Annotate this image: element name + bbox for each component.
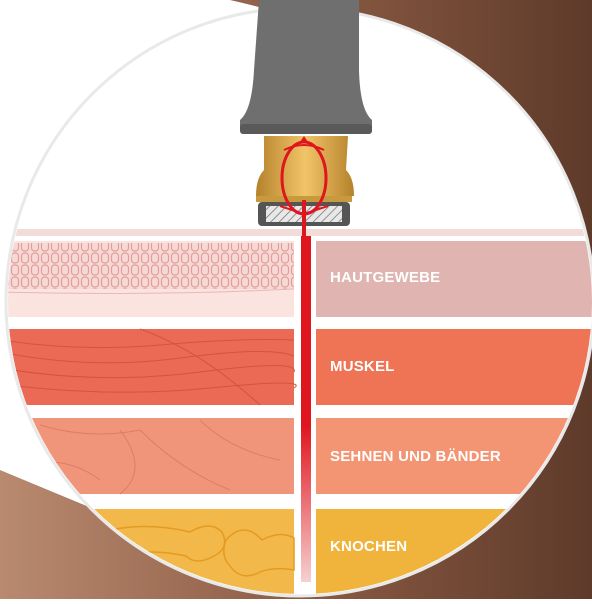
layer-label-tendon: SEHNEN UND BÄNDER — [330, 448, 501, 465]
shockwave-beam — [301, 236, 311, 582]
skin-tissue-texture — [0, 241, 294, 317]
muscle-texture — [0, 329, 296, 405]
layer-label-muscle: MUSKEL — [330, 358, 395, 375]
layer-label-skin: HAUTGEWEBE — [330, 269, 440, 286]
layer-label-bone: KNOCHEN — [330, 538, 407, 555]
